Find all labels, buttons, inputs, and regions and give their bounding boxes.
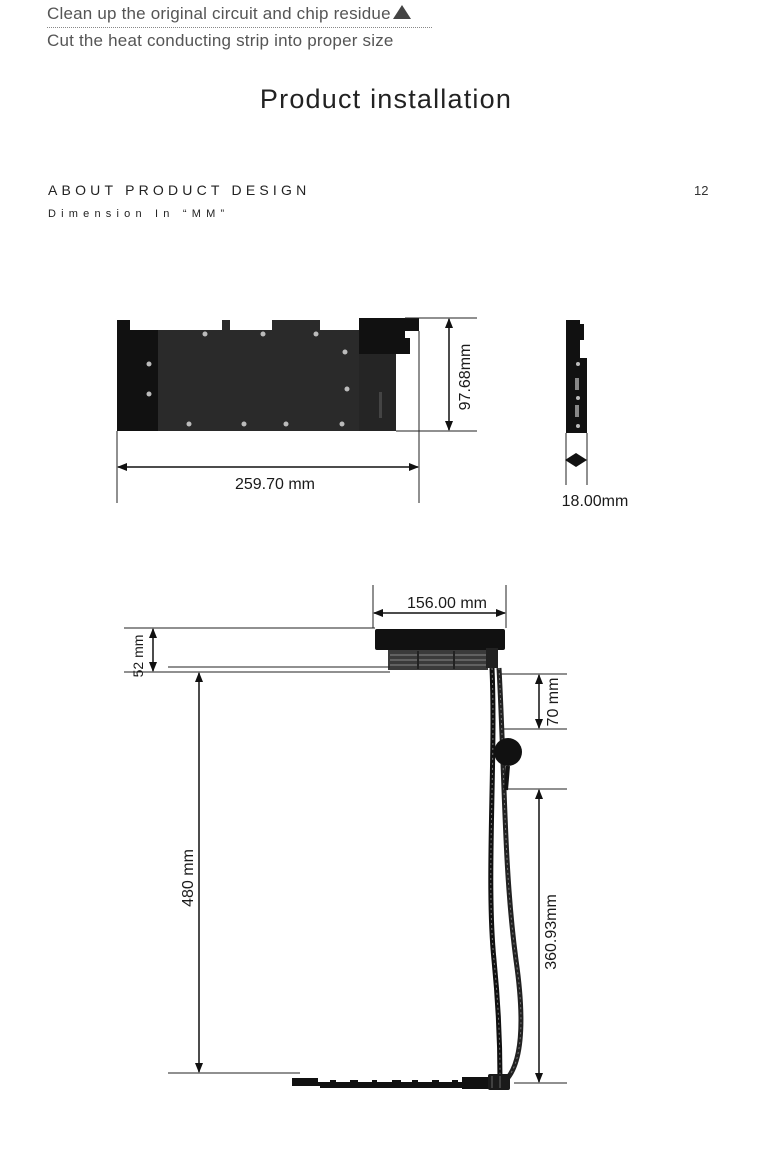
page-title: Product installation [259,84,513,114]
height-dimension-label: 97.68mm [457,344,474,411]
length-dimension-label: 259.70 mm [235,476,315,493]
installation-side-view: 156.00 mm 52 mm 480 mm 70 mm 360.93mm [124,585,567,1090]
section-heading: ABOUT PRODUCT DESIGN [48,182,311,198]
waterblock-side-view: 18.00mm [562,320,629,510]
pump-to-card-label: 360.93mm [543,894,560,970]
step-line-1-text: Clean up the original circuit and chip r… [47,4,391,23]
step-line-1: Clean up the original circuit and chip r… [47,4,411,24]
section-subheading: Dimension In “MM” [48,208,230,220]
waterblock-front-view: 259.70 mm 97.68mm [116,317,477,503]
radiator-thickness-label: 52 mm [130,635,146,678]
fan-offset-label: 70 mm [545,678,562,727]
page-number: 12 [694,183,709,198]
radiator-width-label: 156.00 mm [407,595,487,612]
triangle-up-icon [392,5,411,19]
tube-length-label: 480 mm [180,849,197,907]
step-line-2: Cut the heat conducting strip into prope… [47,31,394,50]
thickness-dimension-label: 18.00mm [562,493,629,510]
dotted-divider [47,27,432,28]
